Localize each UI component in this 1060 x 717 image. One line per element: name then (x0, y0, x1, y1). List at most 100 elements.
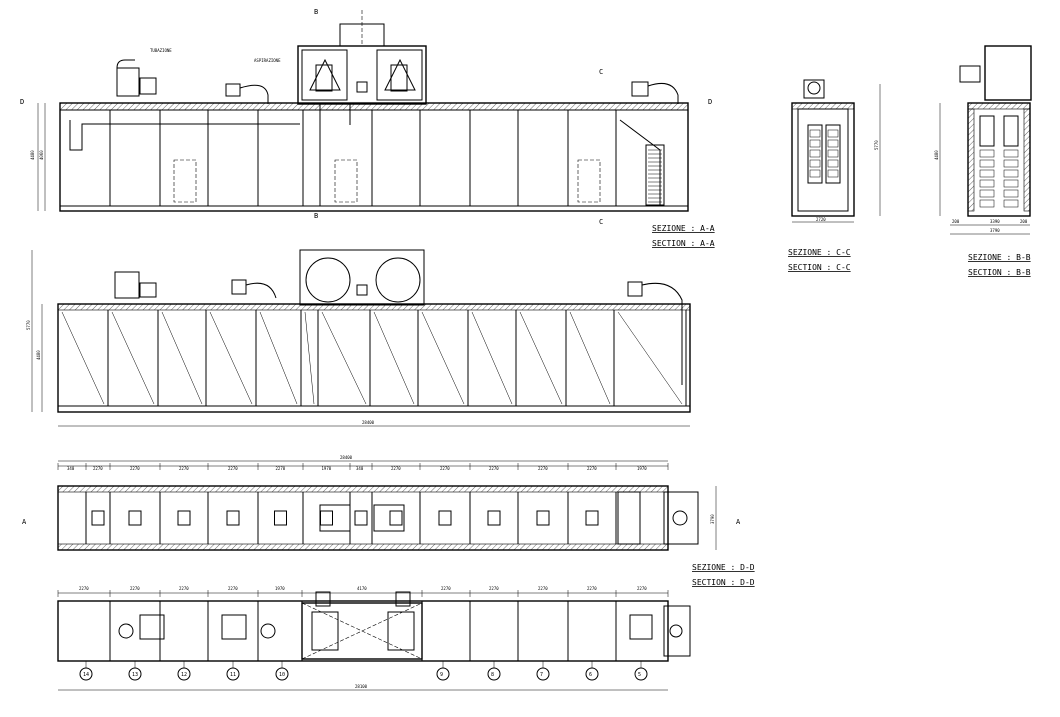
ceiling-fan (536, 510, 550, 526)
coil-element (809, 149, 821, 158)
coil-element (979, 189, 995, 198)
cut-mark-b: B (314, 8, 318, 16)
bay-diagonal (61, 311, 105, 405)
dim-bay: 2270 (489, 586, 499, 591)
dim-bay: 2270 (587, 466, 597, 471)
ceiling-fan (354, 510, 368, 526)
section-dd-it: SEZIONE : D-D (692, 563, 755, 572)
dim-bay: 2270 (538, 466, 548, 471)
module-marker (536, 667, 550, 681)
ceiling-fan (487, 510, 501, 526)
dim-bay: 2270 (637, 586, 647, 591)
ceiling-fan (274, 510, 287, 526)
dim-bay: 2270 (228, 586, 238, 591)
ceiling-fan (438, 510, 452, 526)
note-2: ASPIRAZIONE (254, 58, 281, 63)
dim-bb-total: 3790 (990, 228, 1000, 233)
section-aa-en: SECTION : A-A (652, 239, 715, 248)
dim-bay: 340 (67, 466, 75, 471)
section-bb-title: SEZIONE : B-B SECTION : B-B (968, 253, 1031, 277)
coil-element (1003, 189, 1019, 198)
coil-element (827, 139, 839, 148)
coil-element (979, 159, 995, 168)
dim-bay: 2270 (538, 586, 548, 591)
dim-plan-length: 28100 (355, 684, 368, 689)
ceiling-fan (320, 510, 333, 526)
cut-mark-d: D (20, 98, 24, 106)
module-number: 12 (181, 672, 187, 678)
coil-element (827, 169, 839, 178)
bay-diagonal (569, 311, 611, 405)
bay-diagonal (161, 311, 203, 405)
module-marker (487, 667, 501, 681)
module-marker (275, 667, 289, 681)
dim-bay: 2270 (441, 586, 451, 591)
dim-bay: 2270 (587, 586, 597, 591)
cut-mark-a: A (22, 518, 27, 526)
coil-element (1003, 199, 1019, 208)
module-marker (177, 667, 191, 681)
section-cc-en: SECTION : C-C (788, 263, 851, 272)
section-bb-view: 4480 200 3390 200 3790 (934, 45, 1032, 235)
section-dd-en: SECTION : D-D (692, 578, 755, 587)
bay-diagonal (209, 311, 253, 405)
dim-elev-length: 28400 (362, 420, 375, 425)
dim-bay: 2270 (179, 586, 189, 591)
bay-diagonal (304, 311, 315, 405)
dim-bay: 2270 (130, 586, 140, 591)
module-number: 14 (83, 672, 89, 678)
dim-bay: 2270 (130, 466, 140, 471)
coil-element (809, 129, 821, 138)
dim-bay: 2270 (440, 466, 450, 471)
section-cc-it: SEZIONE : C-C (788, 248, 851, 257)
bay-diagonal (373, 311, 415, 405)
dim-bay: 2270 (93, 466, 103, 471)
coil-element (979, 179, 995, 188)
dim-height-aa-inner: 4060 (39, 150, 44, 160)
module-number: 6 (589, 672, 592, 678)
ceiling-fan (226, 510, 240, 526)
coil-element (1003, 149, 1019, 158)
cut-mark-c: C (599, 68, 603, 76)
note-1: TUBAZIONE (150, 48, 172, 53)
module-marker (226, 667, 240, 681)
coil-element (827, 149, 839, 158)
dim-bay: 2270 (276, 466, 286, 471)
section-cc-view: 2720 5770 (791, 79, 881, 223)
coil-element (979, 169, 995, 178)
module-number: 13 (132, 672, 138, 678)
cut-mark-c: C (599, 218, 603, 226)
section-dd-title: SEZIONE : D-D SECTION : D-D (692, 563, 755, 587)
module-marker (436, 667, 450, 681)
dim-bb-w2: 3390 (990, 219, 1000, 224)
section-bb-it: SEZIONE : B-B (968, 253, 1031, 262)
bay-diagonal (421, 311, 465, 405)
coil-element (1003, 179, 1019, 188)
section-cc-title: SEZIONE : C-C SECTION : C-C (788, 248, 851, 272)
dim-cc-width: 2720 (816, 217, 826, 222)
dim-bay: 340 (356, 466, 364, 471)
dim-elev-height: 4480 (36, 350, 41, 360)
elevation-view: 28400 5770 4480 (26, 249, 691, 427)
coil-element (809, 159, 821, 168)
module-number: 9 (440, 672, 443, 678)
ceiling-fan (585, 510, 599, 526)
ceiling-fan (389, 510, 403, 526)
ceiling-fan (177, 510, 191, 526)
dim-bay: 4170 (357, 586, 367, 591)
dim-bay: 1970 (637, 466, 647, 471)
module-marker (634, 667, 648, 681)
dim-dd-width: 3790 (710, 514, 715, 524)
dim-bb-w1: 200 (952, 219, 960, 224)
bay-diagonal (259, 311, 298, 405)
dim-elev-top: 5770 (26, 320, 31, 330)
dim-bay: 2270 (179, 466, 189, 471)
coil-element (827, 129, 839, 138)
cut-mark-a: A (736, 518, 741, 526)
bay-diagonal (471, 311, 513, 405)
section-bb-en: SECTION : B-B (968, 268, 1031, 277)
coil-element (809, 139, 821, 148)
dim-bay: 2270 (391, 466, 401, 471)
